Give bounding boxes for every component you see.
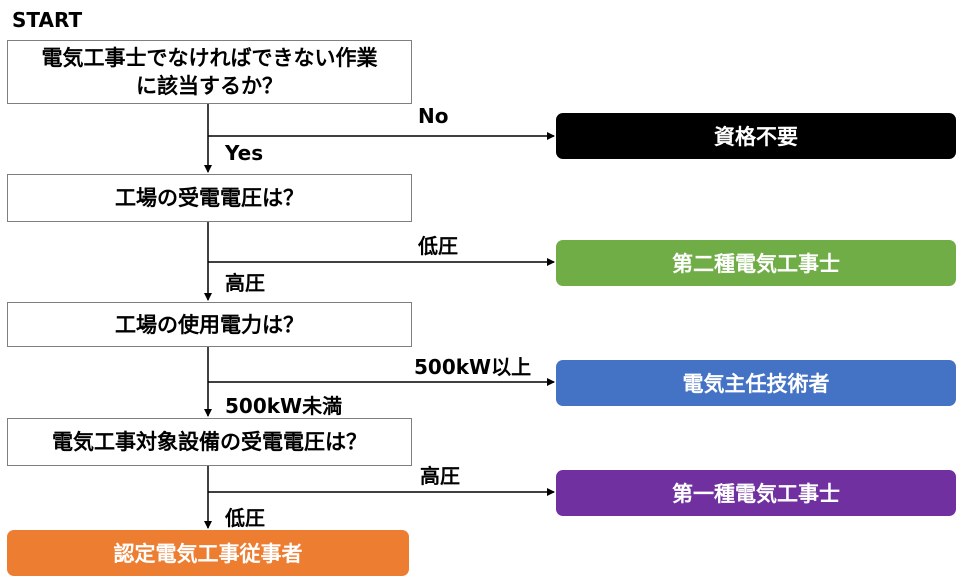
result-box-first-class-electrician: 第一種電気工事士 — [556, 470, 956, 516]
start-label: START — [12, 8, 83, 32]
final-result-box: 認定電気工事従事者 — [7, 530, 409, 576]
yes-label-2: 高圧 — [225, 271, 265, 295]
yes-label-4: 低圧 — [225, 506, 265, 530]
yes-label-3: 500kW未満 — [225, 394, 343, 418]
no-label-4: 高圧 — [420, 464, 460, 488]
result-box-chief-electrical-engineer: 電気主任技術者 — [556, 360, 956, 406]
yes-label-1: Yes — [225, 141, 264, 165]
question-box-1: 電気工事士でなければできない作業 に該当するか？ — [7, 40, 412, 104]
question-box-4: 電気工事対象設備の受電電圧は？ — [7, 418, 412, 466]
question-box-2: 工場の受電電圧は？ — [7, 174, 412, 222]
result-box-second-class-electrician: 第二種電気工事士 — [556, 240, 956, 286]
no-label-2: 低圧 — [418, 234, 458, 258]
no-label-3: 500kW以上 — [414, 355, 532, 379]
question-box-3: 工場の使用電力は？ — [7, 302, 412, 347]
result-box-no-license: 資格不要 — [556, 113, 956, 159]
no-label-1: No — [418, 104, 449, 128]
